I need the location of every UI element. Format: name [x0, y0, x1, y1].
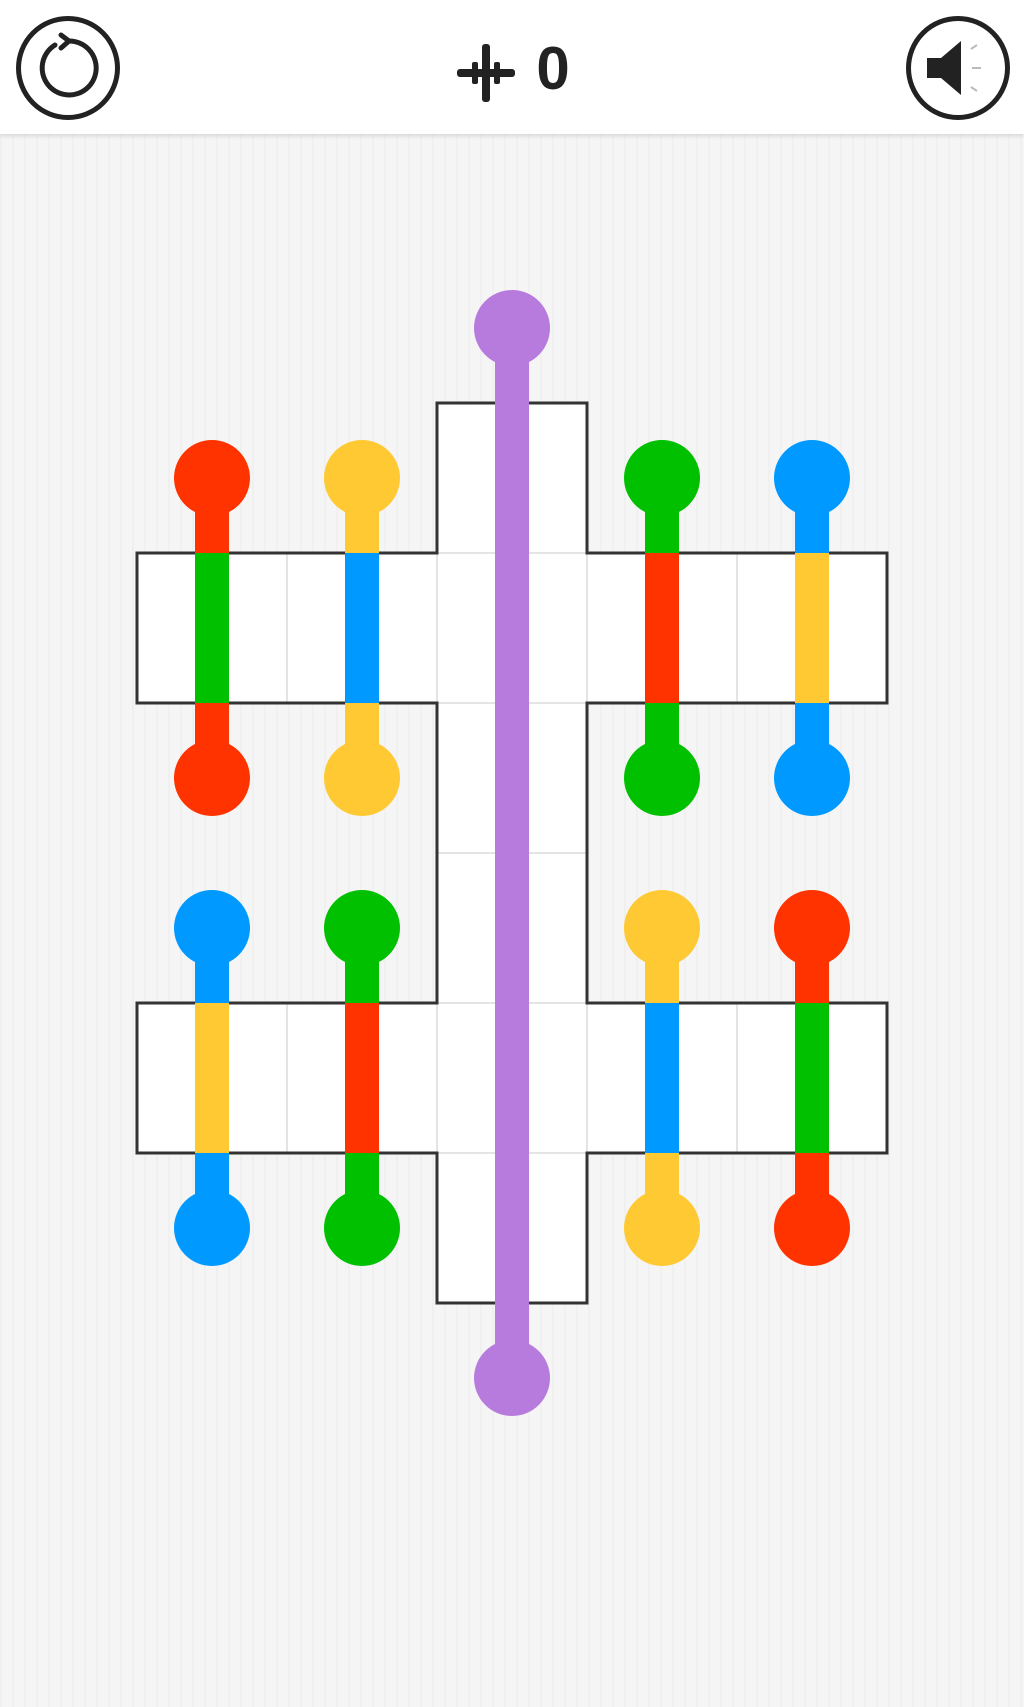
red-line-lower-end-dot[interactable] — [774, 1190, 850, 1266]
blue-line-lower-end-dot[interactable] — [174, 1190, 250, 1266]
sound-button[interactable] — [906, 16, 1010, 120]
top-bar: 0 — [0, 0, 1024, 134]
speaker-icon — [927, 41, 981, 95]
blue-line-upper-end-dot[interactable] — [774, 740, 850, 816]
yellow-line-lower-end-dot[interactable] — [624, 1190, 700, 1266]
blue-line-lower-start-dot[interactable] — [174, 890, 250, 966]
green-line-upper-start-dot[interactable] — [624, 440, 700, 516]
green-line-upper-end-dot[interactable] — [624, 740, 700, 816]
plus-cross-icon — [454, 41, 518, 105]
yellow-line-upper-end-dot[interactable] — [324, 740, 400, 816]
score-value: 0 — [536, 35, 570, 102]
restart-button[interactable] — [16, 16, 120, 120]
green-line-lower-end-dot[interactable] — [324, 1190, 400, 1266]
red-line-upper-start-dot[interactable] — [174, 440, 250, 516]
green-line-lower-start-dot[interactable] — [324, 890, 400, 966]
purple-line-end-dot[interactable] — [474, 1340, 550, 1416]
game-board-area — [0, 134, 1024, 1707]
score-display: 0 — [0, 30, 1024, 108]
red-line-upper-end-dot[interactable] — [174, 740, 250, 816]
blue-line-upper-start-dot[interactable] — [774, 440, 850, 516]
restart-icon — [39, 32, 99, 98]
game-board[interactable] — [0, 134, 1024, 1707]
red-line-lower-start-dot[interactable] — [774, 890, 850, 966]
yellow-line-upper-start-dot[interactable] — [324, 440, 400, 516]
purple-line-start-dot[interactable] — [474, 290, 550, 366]
yellow-line-lower-start-dot[interactable] — [624, 890, 700, 966]
